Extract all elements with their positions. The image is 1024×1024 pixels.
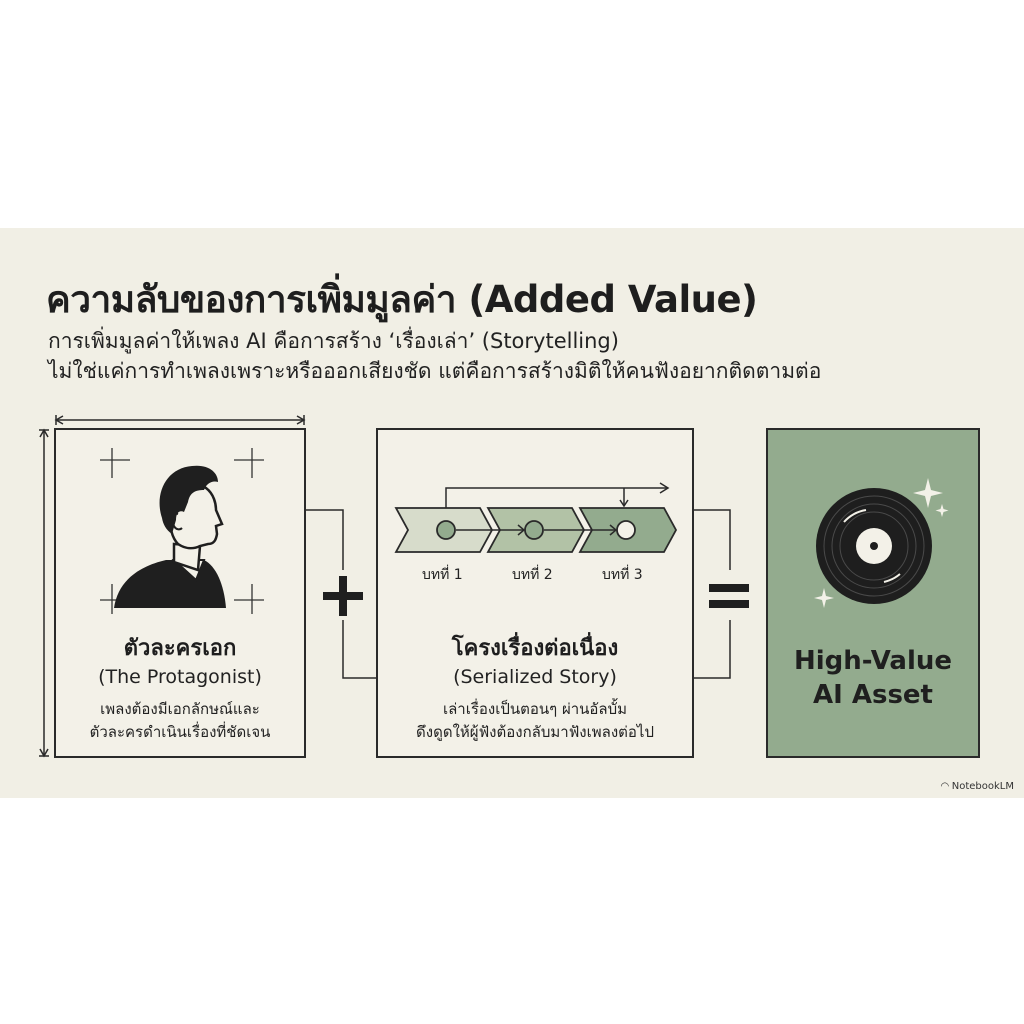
step-label-2: บทที่ 2 xyxy=(512,567,553,583)
result-title: High-Value AI Asset xyxy=(768,644,978,712)
serialized-title: โครงเรื่องต่อเนื่อง xyxy=(451,636,619,661)
watermark-text: NotebookLM xyxy=(951,781,1014,792)
subtitle-line-2: ไม่ใช่แค่การทำเพลงเพราะหรือออกเสียงชัด แ… xyxy=(48,359,822,383)
slide-title: ความลับของการเพิ่มมูลค่า (Added Value) xyxy=(46,278,758,321)
plus-icon xyxy=(323,576,363,616)
protagonist-card: ตัวละครเอก (The Protagonist) เพลงต้องมีเ… xyxy=(54,428,306,758)
person-profile-icon xyxy=(100,448,264,614)
serialized-subtitle: (Serialized Story) xyxy=(453,666,617,688)
notebooklm-logo-icon: ◠ xyxy=(941,781,949,792)
serialized-desc-line-2: ดึงดูดให้ผู้ฟังต้องกลับมาฟังเพลงต่อไป xyxy=(416,723,654,741)
watermark: ◠NotebookLM xyxy=(941,781,1014,792)
serialized-desc-line-1: เล่าเรื่องเป็นตอนๆ ผ่านอัลบั้ม xyxy=(442,700,628,718)
protagonist-description: เพลงต้องมีเอกลักษณ์และ ตัวละครดำเนินเรื่… xyxy=(56,698,304,744)
protagonist-desc-line-2: ตัวละครดำเนินเรื่องที่ชัดเจน xyxy=(89,723,271,741)
step-label-1: บทที่ 1 xyxy=(422,567,463,583)
protagonist-desc-line-1: เพลงต้องมีเอกลักษณ์และ xyxy=(100,700,260,718)
protagonist-title: ตัวละครเอก xyxy=(123,636,237,661)
slide-subtitle: การเพิ่มมูลค่าให้เพลง AI คือการสร้าง ‘เร… xyxy=(48,326,821,386)
result-title-line-2: AI Asset xyxy=(813,680,933,710)
high-value-asset-card: High-Value AI Asset xyxy=(766,428,980,758)
step-label-3: บทที่ 3 xyxy=(602,567,643,583)
result-title-line-1: High-Value xyxy=(794,646,952,676)
serialized-story-card: บทที่ 1 บทที่ 2 บทที่ 3 โครงเรื่องต่อเนื… xyxy=(376,428,694,758)
equals-icon xyxy=(709,584,749,608)
serialized-description: เล่าเรื่องเป็นตอนๆ ผ่านอัลบั้ม ดึงดูดให้… xyxy=(378,698,692,744)
story-timeline-icon xyxy=(394,482,678,553)
subtitle-line-1: การเพิ่มมูลค่าให้เพลง AI คือการสร้าง ‘เร… xyxy=(48,329,619,353)
connector-lines xyxy=(39,415,731,758)
vinyl-record-icon xyxy=(814,478,949,608)
protagonist-subtitle: (The Protagonist) xyxy=(98,666,262,688)
slide: ความลับของการเพิ่มมูลค่า (Added Value) ก… xyxy=(0,228,1024,798)
